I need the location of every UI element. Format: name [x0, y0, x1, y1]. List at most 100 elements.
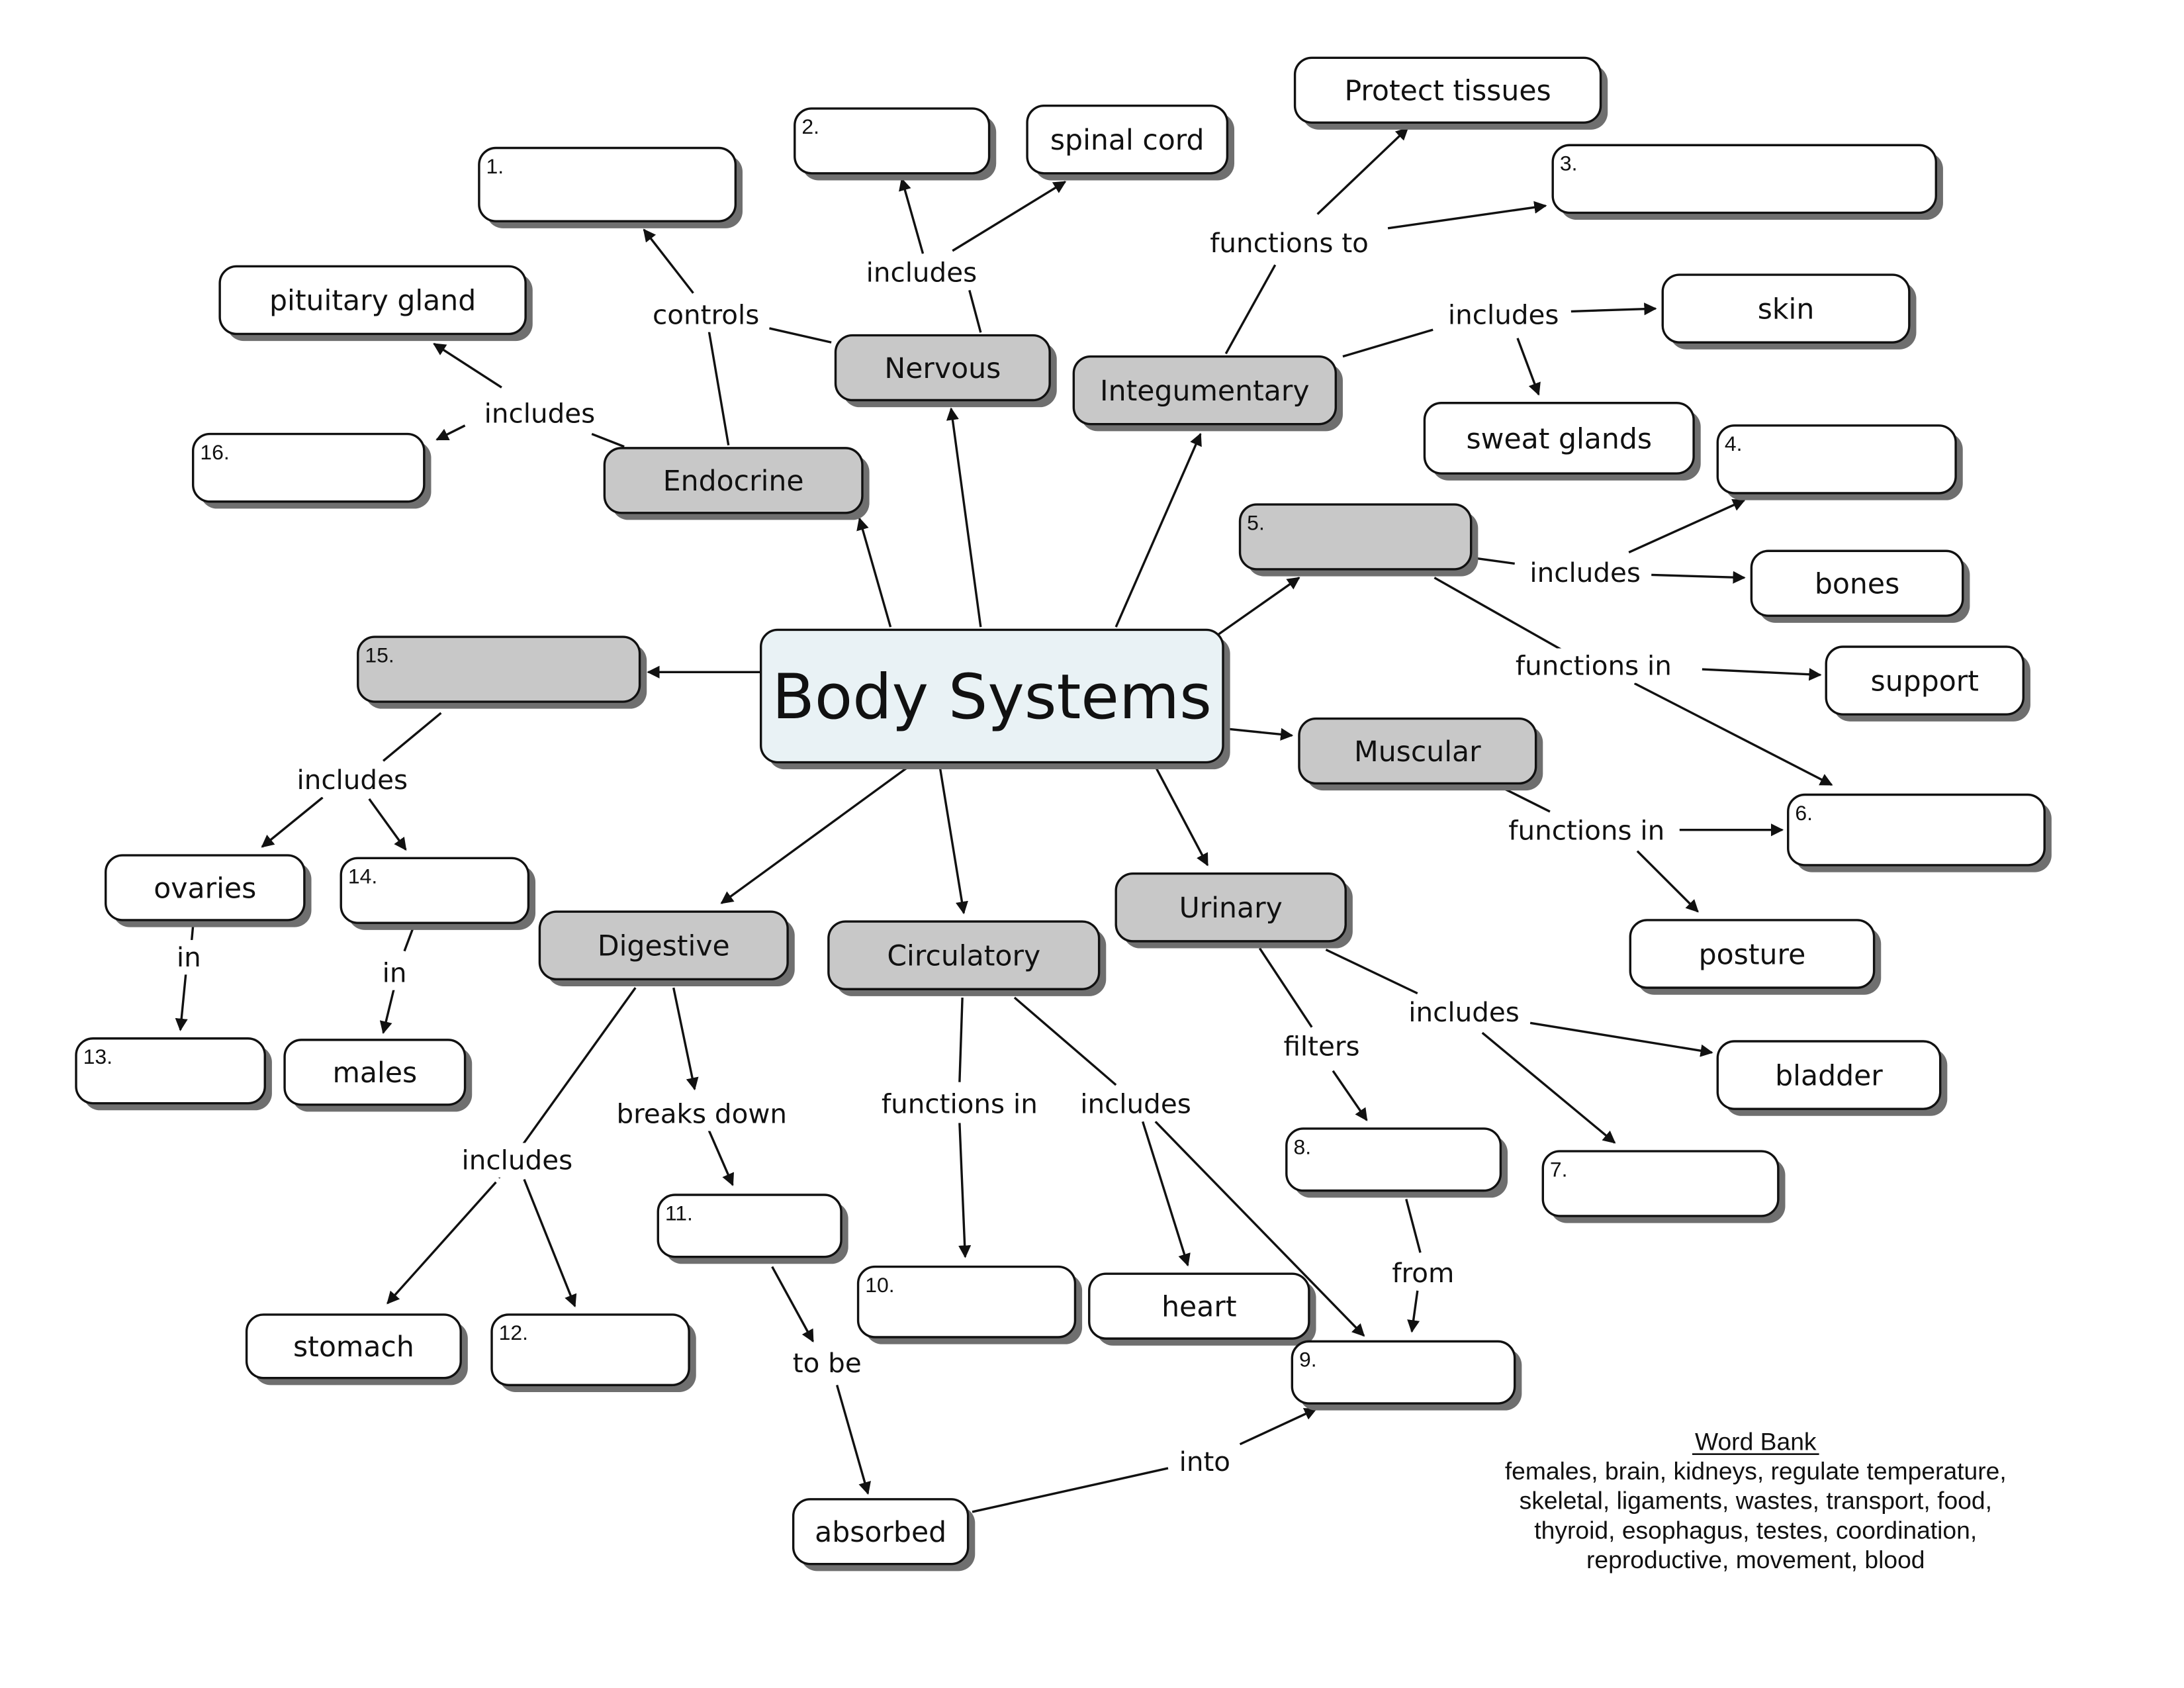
blank-14[interactable]: 14. [340, 857, 536, 930]
connector-line [1702, 668, 1822, 681]
blank-13[interactable]: 13. [75, 1037, 272, 1111]
blank-5[interactable]: 5. [1238, 503, 1479, 577]
blank-2[interactable]: 2. [794, 107, 997, 181]
node-box [603, 447, 864, 514]
node-box [191, 432, 426, 503]
blank-9[interactable]: 9. [1291, 1340, 1522, 1411]
link-includes-skeletal: includes [1529, 557, 1641, 588]
word-bank-line: females, brain, kidneys, regulate temper… [1505, 1457, 2007, 1485]
connector-line [972, 1467, 1169, 1513]
connector-line [1218, 577, 1300, 635]
connector-line [433, 342, 502, 389]
connector-line [1342, 328, 1433, 358]
blank-number: 10. [865, 1273, 894, 1297]
node-box [759, 628, 1224, 764]
node-box [1238, 503, 1473, 571]
link-label-backing [648, 297, 764, 332]
node-label: pituitary gland [269, 285, 476, 318]
connector-line [403, 928, 414, 952]
link-label-backing [1504, 813, 1669, 848]
blank-11[interactable]: 11. [657, 1194, 848, 1264]
node-box [1285, 1127, 1502, 1192]
link-label-backing [1075, 1086, 1196, 1121]
word-bank-line: thyroid, esophagus, testes, coordination… [1534, 1516, 1977, 1544]
connector-line [1115, 432, 1202, 628]
node-label: Endocrine [663, 465, 804, 498]
link-filters: filters [1283, 1030, 1359, 1062]
node-box [1298, 717, 1537, 785]
connector-line [1387, 201, 1547, 230]
blank-6[interactable]: 6. [1787, 793, 2052, 872]
link-functions-to: functions to [1210, 227, 1369, 259]
blank-number: 4. [1725, 432, 1743, 455]
connector-line [1433, 577, 1562, 651]
connector-line [968, 290, 982, 333]
nodes: Body SystemsNervousEndocrineIntegumentar… [75, 56, 2052, 1571]
link-label-backing [480, 396, 600, 431]
link-in-males: in [383, 957, 407, 989]
link-functions-in-skeletal: functions in [1516, 650, 1672, 682]
connector-line [1154, 1121, 1365, 1337]
connector-line [261, 796, 324, 848]
node-label: bladder [1775, 1059, 1883, 1092]
node-label: Body Systems [772, 661, 1212, 733]
link-includes-circulatory: includes [1080, 1088, 1191, 1120]
blank-10[interactable]: 10. [856, 1265, 1083, 1344]
edges [175, 127, 1833, 1513]
node-label: ovaries [154, 872, 256, 905]
node-label: Muscular [1354, 735, 1481, 769]
node-stomach: stomach [245, 1313, 468, 1385]
node-box [1716, 424, 1957, 494]
blank-3[interactable]: 3. [1551, 144, 1943, 220]
connector-line [1529, 1021, 1713, 1057]
connector-line [1504, 788, 1551, 813]
node-label: absorbed [815, 1516, 946, 1549]
node-box [104, 854, 306, 921]
node-box [1661, 273, 1911, 344]
blank-12[interactable]: 12. [490, 1313, 696, 1393]
connector-line [1325, 949, 1418, 995]
node-label: sweat glands [1466, 422, 1652, 455]
connector-line [856, 517, 892, 628]
link-includes-reproductive: includes [296, 764, 408, 796]
node-box [490, 1313, 690, 1387]
node-box [340, 857, 530, 924]
node-box [1291, 1340, 1516, 1405]
blank-number: 15. [365, 643, 394, 667]
link-label-backing [1205, 225, 1373, 261]
node-box [856, 1265, 1077, 1338]
node-box [1787, 793, 2046, 867]
link-functions-in-circulatory: functions in [882, 1088, 1038, 1120]
blank-7[interactable]: 7. [1541, 1150, 1786, 1223]
link-controls: controls [653, 299, 759, 331]
link-into: into [1179, 1446, 1230, 1477]
node-box [1072, 355, 1338, 426]
connector-line [672, 987, 699, 1091]
blank-number: 16. [200, 440, 229, 464]
connector-line [1516, 338, 1541, 396]
link-includes-digestive: includes [462, 1145, 573, 1176]
node-box [538, 910, 789, 981]
node-pituitary-gland: pituitary gland [218, 265, 533, 342]
connector-line [1332, 1070, 1368, 1121]
node-label: Digestive [598, 930, 730, 963]
blank-1[interactable]: 1. [478, 146, 743, 228]
blank-8[interactable]: 8. [1285, 1127, 1508, 1198]
link-label-backing [457, 1143, 577, 1178]
system-node-digestive: Digestive [538, 910, 795, 986]
node-box [1825, 645, 2025, 716]
link-label-backing [293, 762, 412, 798]
node-bladder: bladder [1716, 1040, 1948, 1116]
connector-line [1142, 1121, 1191, 1267]
blank-4[interactable]: 4. [1716, 424, 1963, 500]
link-includes-urinary: includes [1408, 996, 1520, 1028]
node-bones: bones [1750, 549, 1970, 623]
node-box [1088, 1272, 1310, 1340]
connector-line [1222, 727, 1294, 741]
blank-15[interactable]: 15. [357, 635, 647, 709]
node-label: support [1871, 665, 1979, 698]
connector-line [1481, 1031, 1616, 1144]
node-box [1115, 872, 1347, 943]
node-label: males [332, 1056, 417, 1090]
blank-16[interactable]: 16. [191, 432, 432, 509]
